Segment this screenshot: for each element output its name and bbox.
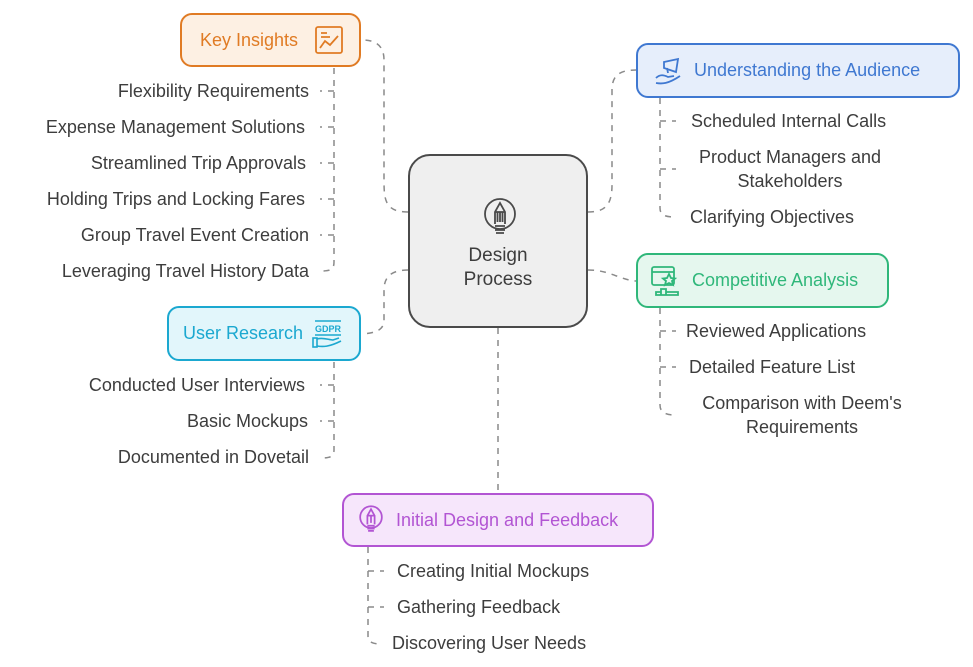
branch-key-insights[interactable]: Key Insights — [180, 13, 361, 67]
connector-center-user-research — [361, 269, 409, 335]
branch-key-insights-label: Key Insights — [200, 29, 299, 50]
list-item: Expense Management Solutions — [45, 117, 305, 137]
branch-user-research[interactable]: User Research GDPR — [167, 306, 361, 361]
branch-competitive-label: Competitive Analysis — [692, 270, 859, 290]
connector-user-research-items — [319, 362, 335, 459]
branch-audience-label: Understanding the Audience — [694, 60, 921, 80]
list-item: Documented in Dovetail — [117, 447, 309, 467]
connector-competitive-items — [659, 308, 676, 416]
list-item: Scheduled Internal Calls — [691, 111, 887, 131]
list-item: Creating Initial Mockups — [397, 561, 590, 581]
list-item: Detailed Feature List — [689, 357, 856, 377]
branch-user-research-label: User Research — [183, 323, 304, 343]
svg-text:GDPR: GDPR — [315, 324, 342, 334]
connector-center-key-insights — [361, 39, 409, 213]
center-title-line1: Design — [468, 245, 528, 266]
list-item: Product Managers and Stakeholders — [698, 147, 882, 191]
list-item: Streamlined Trip Approvals — [90, 153, 306, 173]
connector-key-insights-items — [319, 68, 335, 272]
list-item: Conducted User Interviews — [88, 375, 305, 395]
megaphone-hand-icon — [655, 57, 681, 84]
list-item: Holding Trips and Locking Fares — [46, 189, 305, 209]
center-title: Design Process — [410, 244, 586, 292]
gdpr-hand-icon: GDPR — [312, 319, 342, 348]
list-item: Clarifying Objectives — [690, 207, 855, 227]
award-podium-icon — [651, 265, 679, 296]
connector-audience-items — [659, 98, 676, 218]
center-title-line2: Process — [463, 269, 533, 290]
list-item: Group Travel Event Creation — [80, 225, 309, 245]
list-item: Reviewed Applications — [686, 321, 867, 341]
branch-competitive-analysis[interactable]: Competitive Analysis — [636, 253, 889, 308]
list-item: Basic Mockups — [186, 411, 308, 431]
branch-understanding-the-audience[interactable]: Understanding the Audience — [636, 43, 960, 98]
list-item: Leveraging Travel History Data — [61, 261, 309, 281]
branch-initial-design-label: Initial Design and Feedback — [396, 509, 619, 530]
connector-initial-design-items — [367, 547, 383, 645]
chart-document-icon — [315, 26, 343, 54]
list-item: Discovering User Needs — [392, 633, 587, 653]
list-item: Gathering Feedback — [397, 597, 561, 617]
list-item: Flexibility Requirements — [117, 81, 309, 101]
branch-initial-design-and-feedback[interactable]: Initial Design and Feedback — [342, 493, 654, 547]
lightbulb-pencil-icon — [484, 198, 516, 234]
connector-center-competitive — [587, 269, 637, 282]
list-item: Comparison with Deem's Requirements — [702, 393, 902, 437]
center-node-design-process[interactable]: Design Process — [408, 154, 588, 328]
lightbulb-pencil-icon — [359, 505, 383, 532]
connector-center-audience — [587, 69, 637, 213]
